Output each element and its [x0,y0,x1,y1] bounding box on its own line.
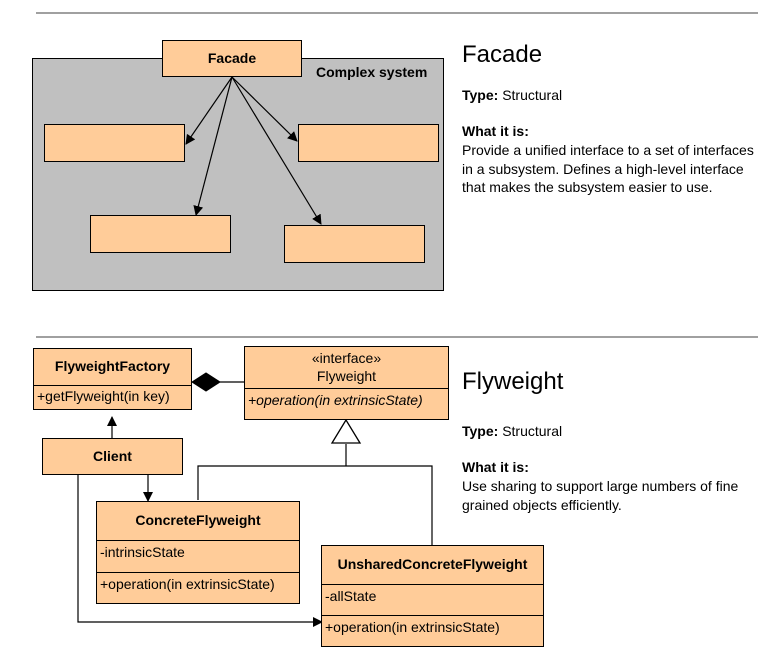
type-value: Structural [502,87,563,103]
class-name: UnsharedConcreteFlyweight [337,556,528,572]
subsystem-class-box [298,124,439,162]
client-class: Client [42,438,183,475]
facade-type: Type: Structural [462,87,562,103]
concrete-flyweight-class: ConcreteFlyweight -intrinsicState +opera… [96,501,300,604]
facade-arrow [231,76,298,142]
unshared-concrete-flyweight-class: UnsharedConcreteFlyweight -allState +ope… [321,545,544,647]
facade-arrows [185,76,322,225]
subsystem-class-box [284,225,425,263]
facade-title: Facade [462,41,543,68]
stereotype: «interface» [311,350,382,366]
flyweight-description: Use sharing to support large numbers of … [462,478,739,513]
facade-arrow [193,76,233,216]
facade-description: Provide a unified interface to a set of … [462,142,754,195]
class-method: +operation(in extrinsicState) [245,388,448,419]
generalization-triangle [330,418,362,444]
flyweight-whatis-label: What it is: [462,459,529,475]
class-method: +operation(in extrinsicState) [322,615,543,646]
class-name: ConcreteFlyweight [135,512,261,528]
class-attribute: -intrinsicState [97,540,299,572]
subsystem-class-box [44,124,185,162]
class-name: «interface» Flyweight [245,347,448,388]
complex-system-label: Complex system [316,64,428,80]
flyweight-title: Flyweight [462,368,564,395]
flyweight-connectors [77,372,433,627]
class-method: +getFlyweight(in key) [34,385,191,408]
facade-diagram: Complex system Facade [0,0,450,300]
interface-name: Flyweight [316,368,377,384]
facade-arrow [231,76,322,225]
section-divider-middle [36,336,758,338]
section-divider-top [36,12,758,14]
facade-whatis-label: What it is: [462,123,529,139]
aggregation-diamond [191,372,221,392]
flyweight-factory-class: FlyweightFactory +getFlyweight(in key) [33,348,192,410]
class-method: +operation(in extrinsicState) [97,572,299,603]
facade-box: Facade [162,40,302,77]
type-value: Structural [502,423,563,439]
flyweight-type: Type: Structural [462,423,562,439]
type-label: Type: [462,423,499,439]
flyweight-interface-class: «interface» Flyweight +operation(in extr… [244,346,449,420]
facade-arrow [185,76,233,145]
generalization-branch [197,465,433,545]
class-name: FlyweightFactory [54,358,171,374]
client-unshared-arrow [77,475,323,627]
subsystem-class-box [90,215,231,253]
flyweight-diagram [0,330,560,651]
class-attribute: -allState [322,584,543,615]
type-label: Type: [462,87,499,103]
